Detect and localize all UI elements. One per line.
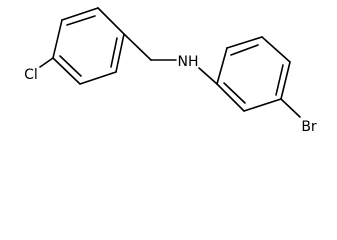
bond-ring-b-4 [280, 61, 291, 100]
amine-label: NH [178, 54, 199, 70]
bond-ring-a-double-1 [66, 15, 96, 26]
bond-c-br [280, 98, 301, 118]
bond-ring-b-3 [261, 36, 291, 63]
molecule-structure: Cl NH Br [24, 7, 317, 135]
bond-ring-a-4 [79, 71, 117, 85]
bromophenyl-ring [216, 36, 291, 112]
bond-ring-b-1 [216, 47, 228, 85]
bond-ring-b-5 [243, 98, 282, 112]
bond-c-cl [39, 57, 54, 68]
bond-ring-a-double-3 [59, 55, 82, 77]
bond-ring-b-double-2 [275, 64, 284, 96]
bond-ring-a-2 [97, 7, 125, 35]
bond-ring-a-6 [52, 19, 63, 59]
chlorophenyl-ring [52, 7, 125, 85]
bond-ring-b-6 [216, 83, 245, 112]
bond-ring-a-double-2 [110, 37, 118, 68]
bond-ring-b-2 [226, 36, 263, 49]
bond-ring-ch2 [123, 33, 152, 61]
bond-ring-a-3 [115, 33, 125, 73]
bromine-label: Br [301, 119, 317, 135]
bond-ring-b-double-1 [230, 44, 259, 56]
chlorine-label: Cl [24, 67, 38, 83]
bond-ring-a-1 [61, 7, 99, 21]
bond-ring-a-5 [52, 57, 81, 85]
bond-n-ring [198, 67, 218, 85]
bond-ring-b-double-3 [223, 82, 246, 104]
